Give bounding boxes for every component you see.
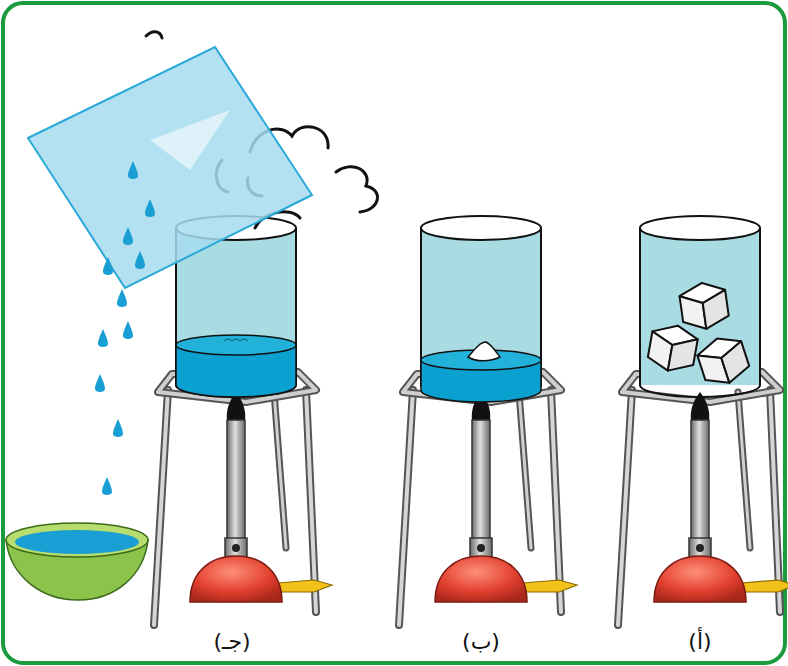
salt-solution <box>421 342 541 402</box>
water-drops <box>103 257 113 275</box>
glass-plate <box>150 110 230 170</box>
figure-label: (أ) <box>688 629 711 654</box>
tripod-burner <box>154 372 332 625</box>
ice-cube <box>678 280 730 332</box>
ice-cube <box>646 322 699 375</box>
water-drops <box>95 374 105 392</box>
water-drops <box>128 161 138 179</box>
ice-cubes <box>646 280 752 390</box>
water-drops <box>145 199 155 217</box>
water-drops <box>102 477 112 495</box>
glass-plate <box>28 47 312 288</box>
water-drops <box>135 251 145 269</box>
bowl <box>15 530 139 554</box>
ice-cube <box>694 332 752 390</box>
tripod-burner <box>618 372 788 625</box>
salt-pile <box>468 342 500 361</box>
water-drops <box>98 329 108 347</box>
beaker <box>640 216 760 397</box>
water-drops <box>123 227 133 245</box>
water-drops <box>117 289 127 307</box>
steam <box>336 167 377 212</box>
figure-label: (جـ) <box>213 629 250 654</box>
bowl <box>6 523 148 557</box>
boiling-water <box>176 335 296 397</box>
tripod-burner <box>399 372 577 625</box>
water-drops <box>123 321 133 339</box>
glass-plate <box>28 47 312 288</box>
boiling-water <box>176 335 296 355</box>
frame <box>3 3 785 663</box>
figure-label: (ب) <box>462 629 500 654</box>
water-drops <box>95 161 155 495</box>
boiling-water <box>224 339 248 341</box>
water-drops <box>113 419 123 437</box>
bowl <box>6 523 148 600</box>
steam <box>146 32 162 38</box>
